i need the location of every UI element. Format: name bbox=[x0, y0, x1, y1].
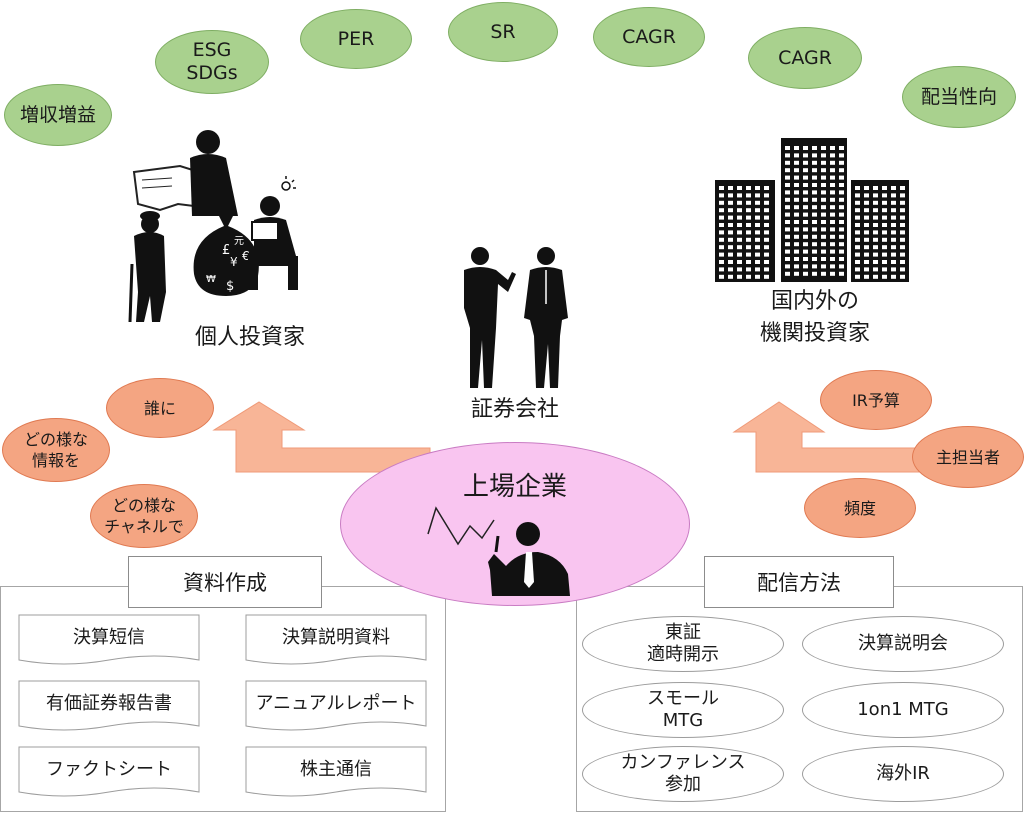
securities-firm-label: 証券会社 bbox=[470, 397, 559, 422]
distribution-title: 配信方法 bbox=[704, 556, 894, 608]
institutional-investors-label: 国内外の 機関投資家 bbox=[759, 289, 870, 346]
pill-conference: カンファレンス 参加 bbox=[582, 746, 784, 802]
doc-label: 株主通信 bbox=[300, 759, 372, 780]
metric-bubble-sr: SR bbox=[448, 2, 558, 62]
pound-glyph: £ bbox=[222, 243, 230, 258]
metric-bubble-payout: 配当性向 bbox=[902, 66, 1016, 128]
right-flow-arrow bbox=[732, 401, 939, 473]
metric-bubble-esg: ESG SDGs bbox=[155, 30, 269, 94]
question-bubble-owner: 主担当者 bbox=[912, 426, 1024, 488]
doc-kessan-setsumei: 決算説明資料 bbox=[245, 614, 427, 665]
won-glyph: ₩ bbox=[206, 274, 216, 285]
question-bubble-channel: どの様な チャネルで bbox=[90, 484, 198, 548]
doc-label: 有価証券報告書 bbox=[46, 693, 172, 714]
doc-yuho: 有価証券報告書 bbox=[18, 680, 200, 731]
pill-small-mtg: スモール MTG bbox=[582, 682, 784, 738]
individual-investors-label: 個人投資家 bbox=[194, 325, 305, 350]
doc-annual-report: アニュアルレポート bbox=[245, 680, 427, 731]
metric-bubble-per: PER bbox=[300, 9, 412, 69]
securities-firm-icon bbox=[464, 247, 568, 388]
question-bubble-frequency: 頻度 bbox=[804, 478, 916, 538]
doc-fact-sheet: ファクトシート bbox=[18, 746, 200, 797]
left-flow-arrow bbox=[212, 401, 431, 473]
doc-label: 決算短信 bbox=[73, 627, 145, 648]
yuan-glyph: 元 bbox=[234, 236, 244, 247]
doc-label: 決算説明資料 bbox=[282, 627, 390, 648]
pill-1on1: 1on1 MTG bbox=[802, 682, 1004, 738]
question-bubble-ir-budget: IR予算 bbox=[820, 370, 932, 430]
question-bubble-who: 誰に bbox=[106, 378, 214, 438]
presenter-icon bbox=[427, 506, 570, 596]
listed-company-label: 上場企業 bbox=[462, 472, 567, 502]
metric-bubble-revenue: 増収増益 bbox=[4, 84, 112, 146]
buildings-icon bbox=[715, 138, 909, 282]
doc-label: ファクトシート bbox=[46, 759, 172, 780]
euro-glyph: € bbox=[242, 249, 250, 263]
individual-investors-icon: £ 元 ¥ € ₩ $ bbox=[128, 130, 298, 323]
materials-title: 資料作成 bbox=[128, 556, 322, 608]
pill-overseas-ir: 海外IR bbox=[802, 746, 1004, 802]
metric-bubble-cagr-2: CAGR bbox=[748, 27, 862, 89]
metric-bubble-cagr-1: CAGR bbox=[593, 7, 705, 67]
doc-label: アニュアルレポート bbox=[255, 693, 417, 714]
pill-earnings-briefing: 決算説明会 bbox=[802, 616, 1004, 672]
doc-shareholder-letter: 株主通信 bbox=[245, 746, 427, 797]
pill-tdnet: 東証 適時開示 bbox=[582, 616, 784, 672]
question-bubble-what-info: どの様な 情報を bbox=[2, 418, 110, 482]
doc-kessan-tanshin: 決算短信 bbox=[18, 614, 200, 665]
yen-glyph: ¥ bbox=[230, 255, 238, 269]
dollar-glyph: $ bbox=[226, 279, 234, 294]
